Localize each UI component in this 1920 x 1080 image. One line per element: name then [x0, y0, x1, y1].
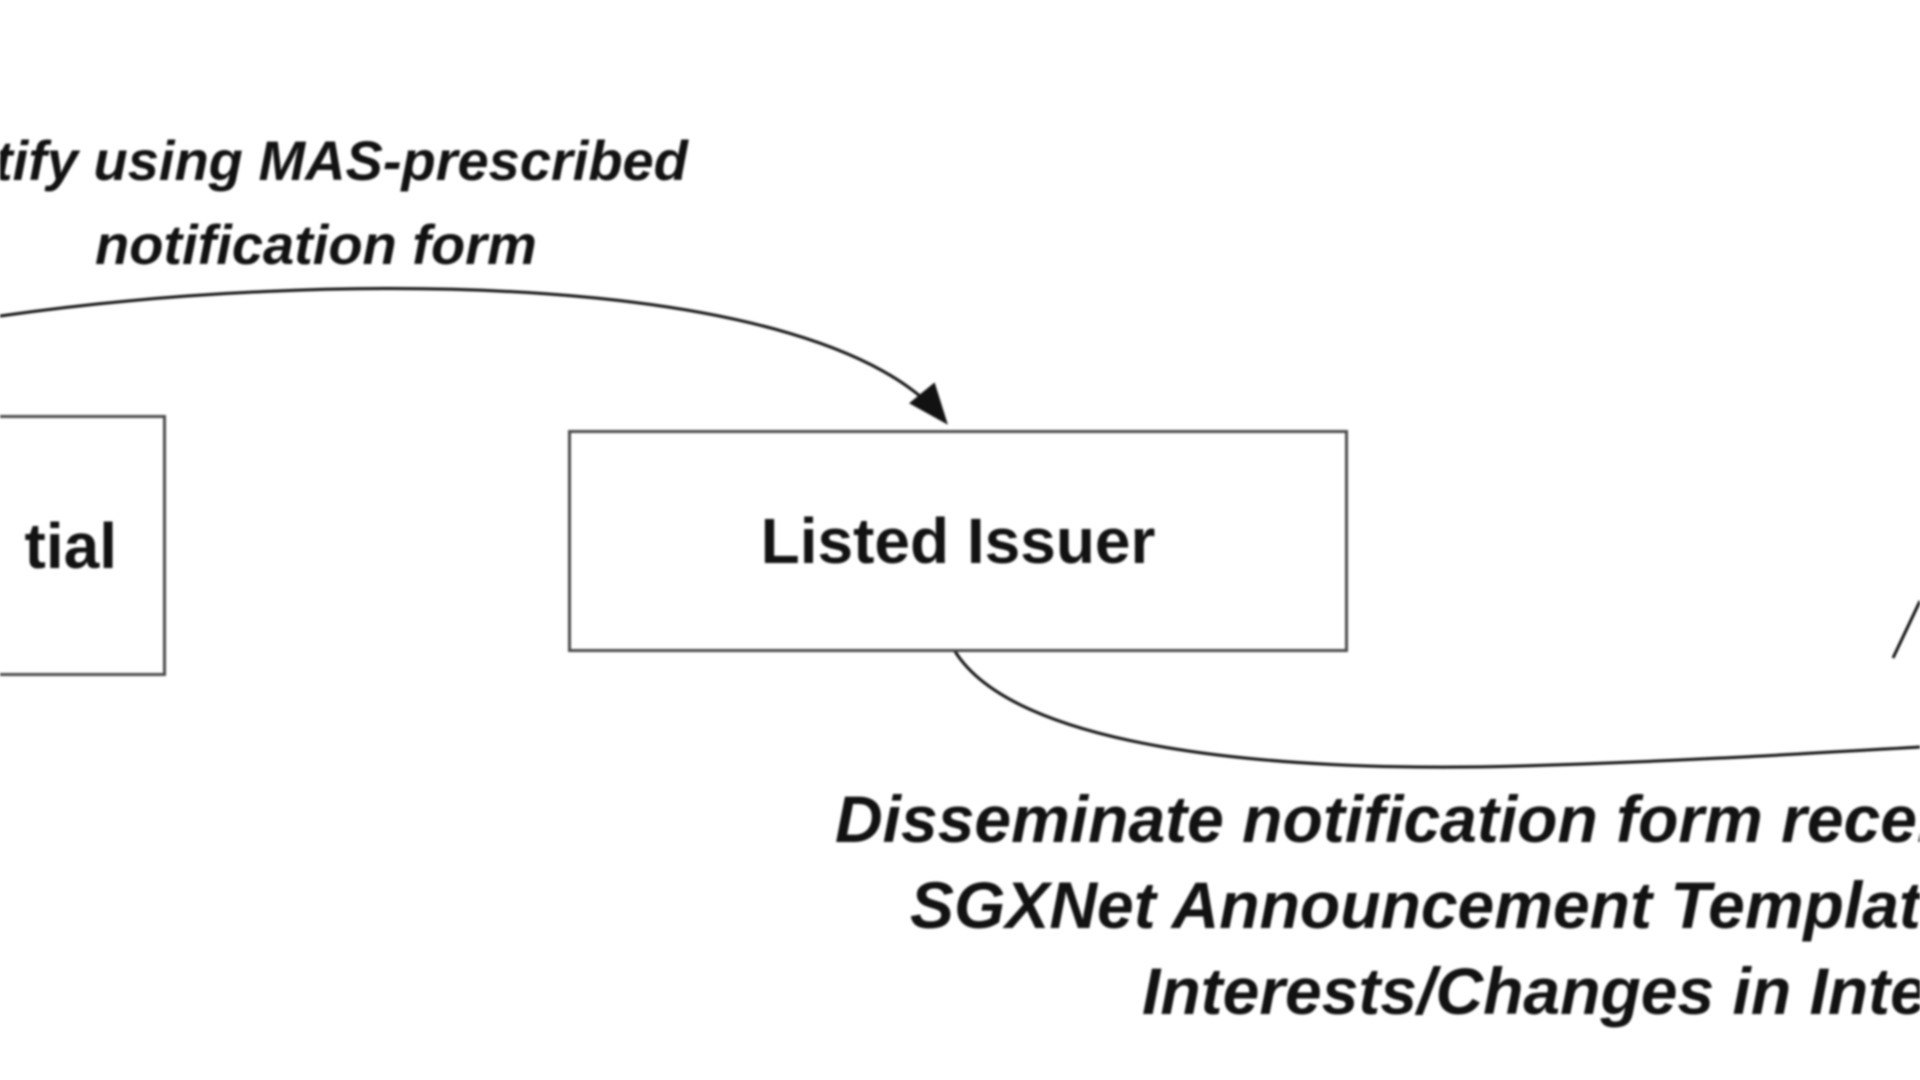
right-edge-arrow-fragment — [1891, 600, 1920, 659]
notify-annotation-line2: notification form — [95, 213, 537, 276]
substantial-shareholder-box-label: tial — [24, 509, 117, 582]
disseminate-curve — [951, 647, 1920, 769]
listed-issuer-box-label: Listed Issuer — [760, 505, 1156, 577]
disseminate-annotation-line1: Disseminate notification form receiv — [835, 782, 1920, 856]
disseminate-annotation-line3: Interests/Changes in Inte — [1142, 954, 1920, 1028]
substantial-shareholder-box: tial — [0, 415, 166, 676]
notify-arrow-curve — [0, 287, 948, 425]
notify-annotation-line1: tify using MAS-prescribed — [0, 129, 688, 192]
listed-issuer-box: Listed Issuer — [568, 430, 1348, 652]
disseminate-annotation-line2: SGXNet Announcement Template - — [910, 868, 1920, 942]
